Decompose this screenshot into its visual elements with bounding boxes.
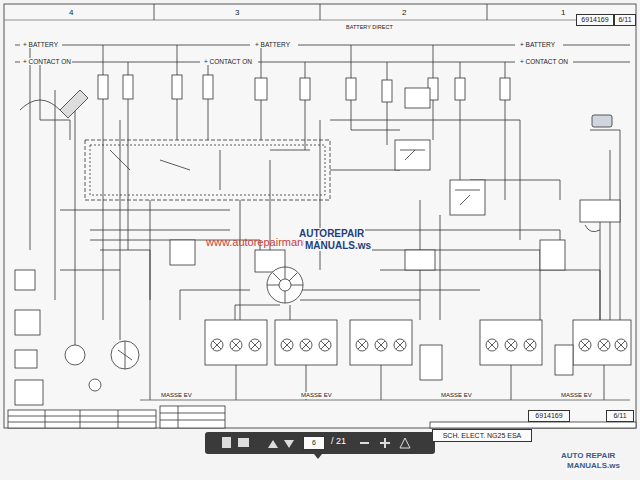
grid-number: 4 — [68, 9, 74, 18]
grid-number: 3 — [234, 9, 240, 18]
page-number-box: 6 — [303, 436, 325, 450]
watermark: MANUALS.ws — [304, 240, 372, 251]
cell-text: 6 — [312, 439, 316, 447]
title-block-cell: SCH. ELECT. NG25 ESA — [432, 429, 532, 442]
supply-label: + CONTACT ON — [203, 58, 253, 65]
ground-label: MASSE EV — [300, 392, 333, 399]
logo-text: AUTO REPAIR — [560, 452, 616, 461]
grid-number: 2 — [401, 9, 407, 18]
cell-text: SCH. ELECT. NG25 ESA — [443, 432, 522, 440]
cell-text: 6/11 — [613, 412, 626, 420]
cell-text: 6914169 — [581, 16, 608, 24]
logo-text: MANUALS.ws — [566, 462, 621, 471]
supply-label: + CONTACT ON — [22, 58, 72, 65]
ground-label: MASSE EV — [560, 392, 593, 399]
page-count: / 21 — [330, 437, 347, 447]
title-block-cell: 6/11 — [606, 410, 634, 422]
wire-label: BATTERY DIRECT — [345, 24, 394, 30]
ground-label: MASSE EV — [160, 392, 193, 399]
supply-label: + BATTERY — [254, 41, 291, 48]
supply-label: + BATTERY — [519, 41, 556, 48]
cell-text: 6914169 — [535, 412, 562, 420]
supply-label: + BATTERY — [22, 41, 59, 48]
ground-label: MASSE EV — [440, 392, 473, 399]
supply-label: + CONTACT ON — [519, 58, 569, 65]
title-block-cell: 6914169 — [528, 410, 570, 422]
watermark: AUTOREPAIR — [298, 228, 365, 239]
cell-text: 6/11 — [618, 16, 631, 24]
title-block-cell: 6/11 — [614, 14, 636, 26]
title-block-cell: 6914169 — [576, 14, 614, 26]
grid-number: 1 — [560, 9, 566, 18]
